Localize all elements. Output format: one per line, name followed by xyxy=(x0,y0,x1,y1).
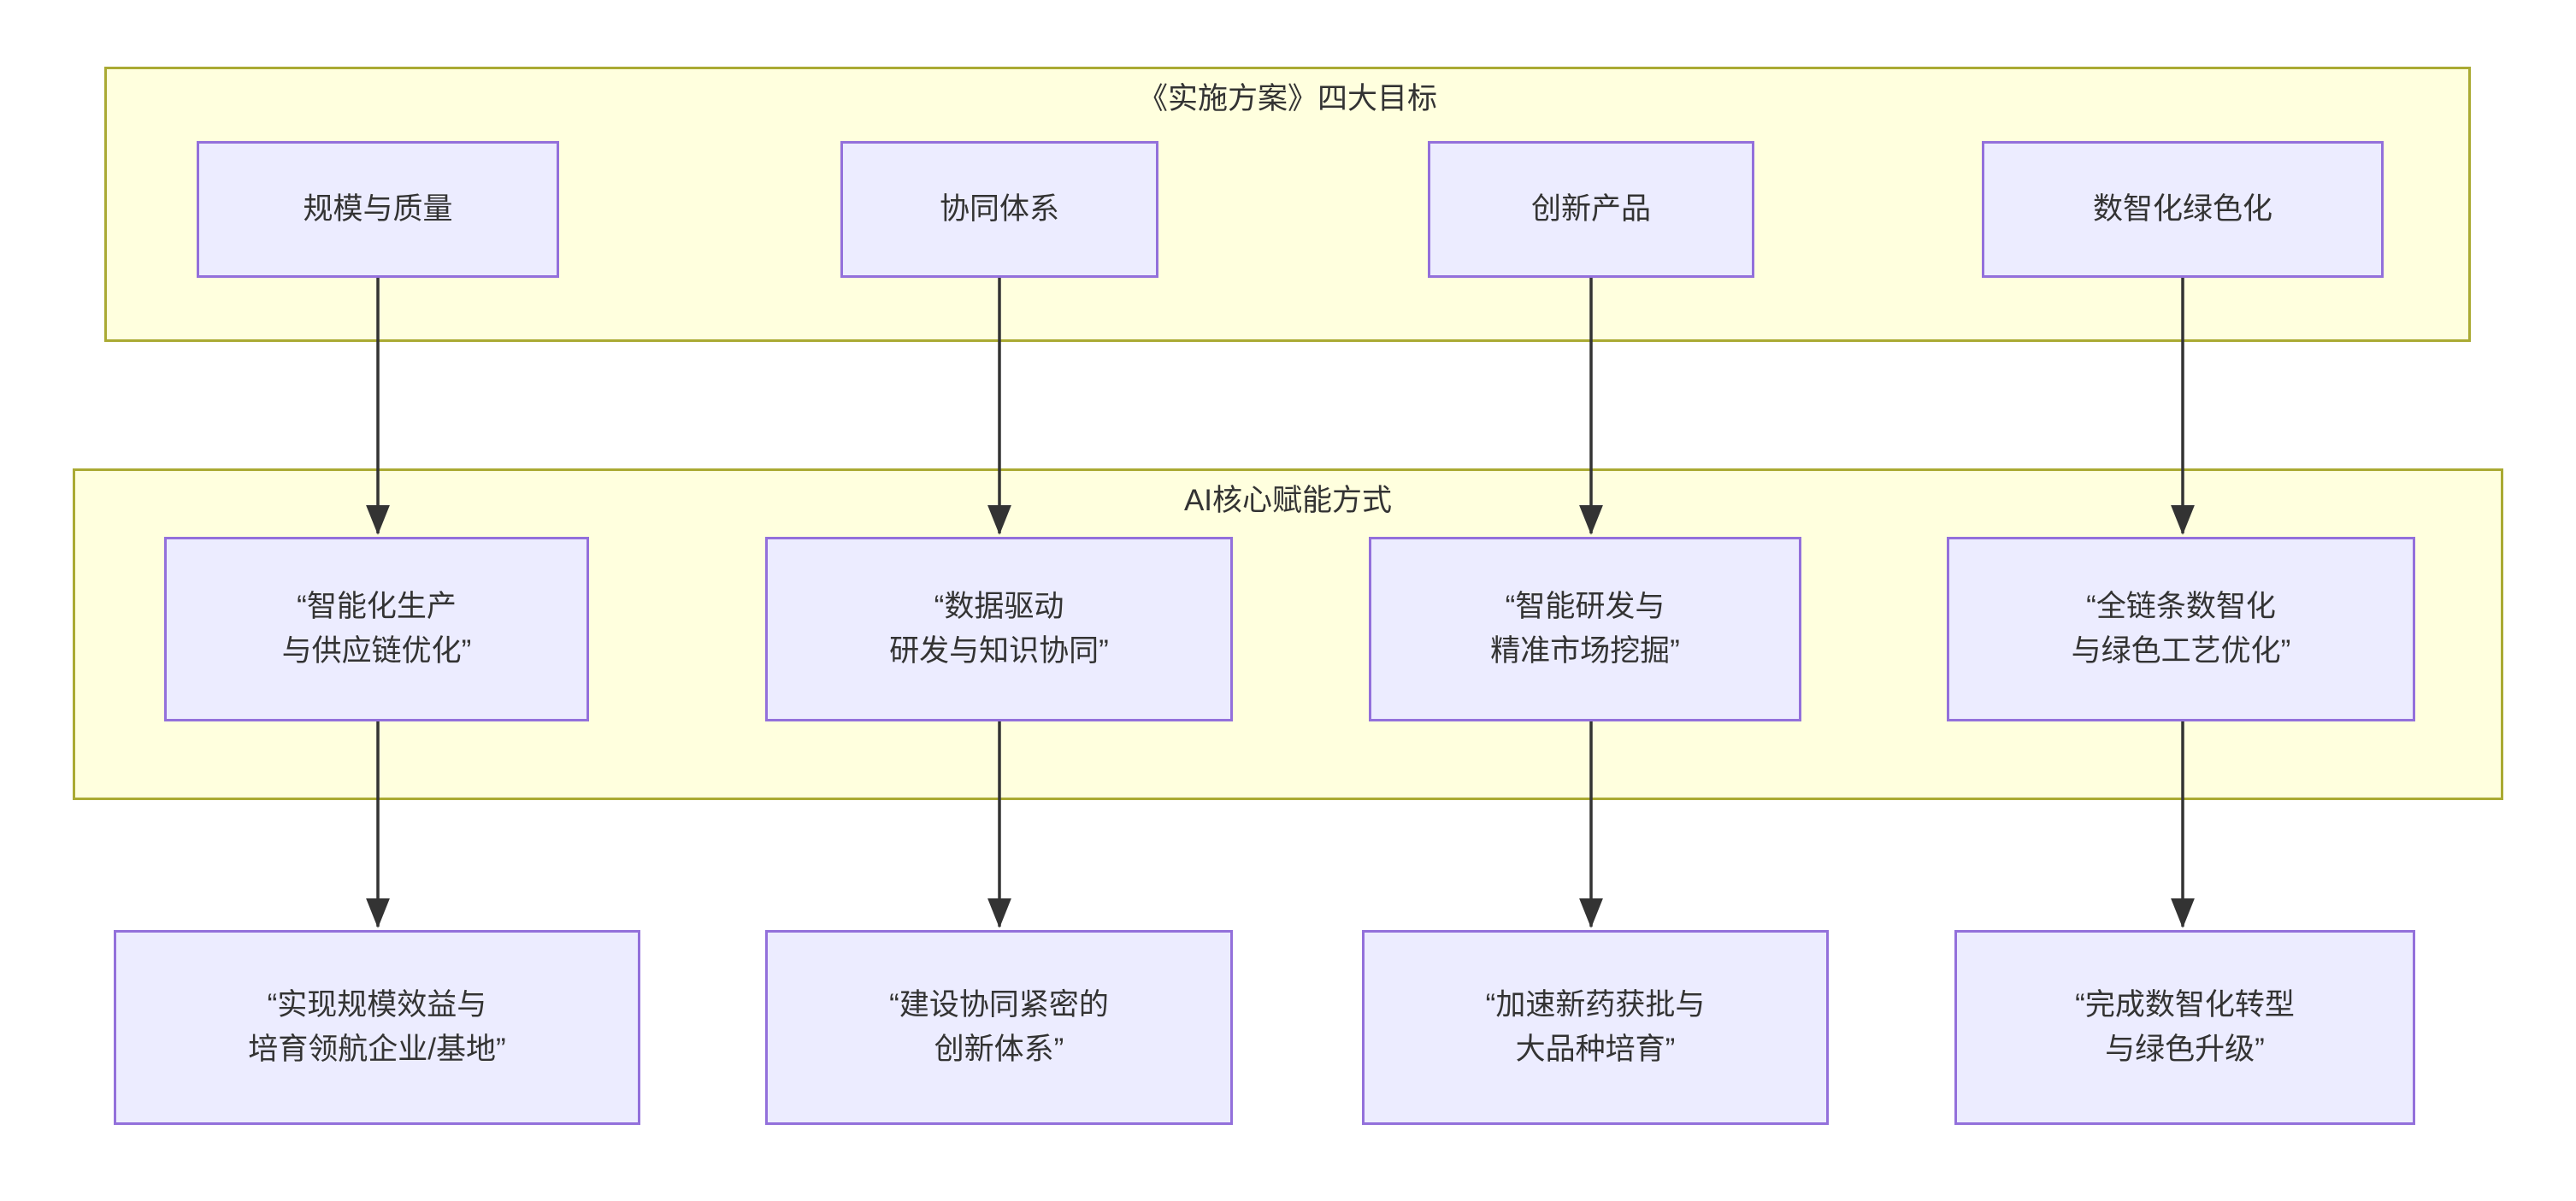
node-goal-3[interactable]: 创新产品 xyxy=(1428,141,1754,278)
node-label-ai-1: “智能化生产 与供应链优化” xyxy=(281,589,472,668)
node-label-goal-1: 规模与质量 xyxy=(303,191,453,226)
node-label-out-4: “完成数智化转型 与绿色升级” xyxy=(2075,987,2295,1067)
node-out-1[interactable]: “实现规模效益与 培育领航企业/基地” xyxy=(114,930,640,1125)
node-label-out-3: “加速新药获批与 大品种培育” xyxy=(1485,987,1706,1067)
node-ai-4[interactable]: “全链条数智化 与绿色工艺优化” xyxy=(1947,537,2415,721)
node-ai-2[interactable]: “数据驱动 研发与知识协同” xyxy=(765,537,1233,721)
node-out-2[interactable]: “建设协同紧密的 创新体系” xyxy=(765,930,1233,1125)
node-ai-1[interactable]: “智能化生产 与供应链优化” xyxy=(164,537,589,721)
cluster-goals-title: 《实施方案》四大目标 xyxy=(1137,82,1437,115)
cluster-ai-enablement-title: AI核心赋能方式 xyxy=(1183,484,1393,517)
node-goal-1[interactable]: 规模与质量 xyxy=(197,141,559,278)
node-label-goal-3: 创新产品 xyxy=(1530,191,1651,226)
node-label-goal-2: 协同体系 xyxy=(939,191,1059,226)
node-label-ai-3: “智能研发与 精准市场挖掘” xyxy=(1490,589,1680,668)
node-goal-4[interactable]: 数智化绿色化 xyxy=(1982,141,2384,278)
node-label-goal-4: 数智化绿色化 xyxy=(2092,191,2272,226)
node-goal-2[interactable]: 协同体系 xyxy=(840,141,1158,278)
node-label-ai-2: “数据驱动 研发与知识协同” xyxy=(889,589,1109,668)
node-label-ai-4: “全链条数智化 与绿色工艺优化” xyxy=(2071,589,2291,668)
node-out-4[interactable]: “完成数智化转型 与绿色升级” xyxy=(1954,930,2415,1125)
node-ai-3[interactable]: “智能研发与 精准市场挖掘” xyxy=(1369,537,1801,721)
node-label-out-1: “实现规模效益与 培育领航企业/基地” xyxy=(248,987,506,1067)
node-label-out-2: “建设协同紧密的 创新体系” xyxy=(889,987,1109,1067)
node-out-3[interactable]: “加速新药获批与 大品种培育” xyxy=(1362,930,1829,1125)
